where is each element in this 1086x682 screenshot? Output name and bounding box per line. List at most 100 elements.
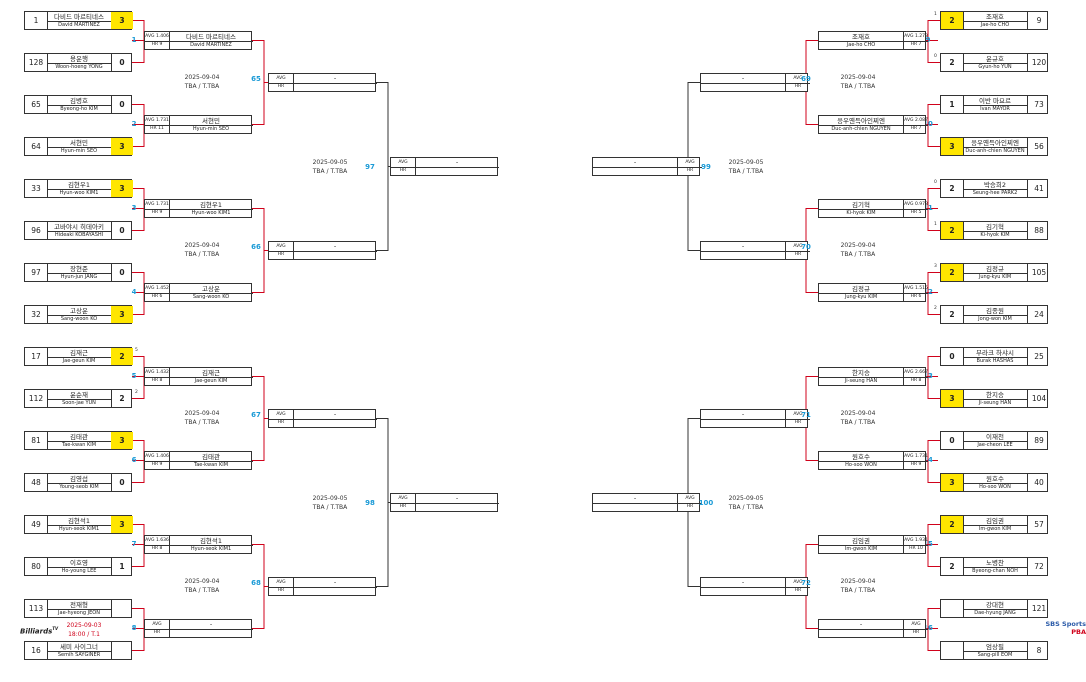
player-name-ko: 서현민	[47, 138, 111, 148]
hr-label: HR	[677, 166, 702, 175]
player-name-en: Jae-ho CHO	[846, 41, 876, 48]
match-score: 2	[941, 516, 964, 533]
player-name-ko: 서현민	[169, 116, 253, 126]
avg-label: AVG	[269, 242, 294, 252]
set-score: 2	[135, 390, 138, 395]
match-number: 65	[251, 75, 261, 83]
player-name-ko: 김현우1	[169, 200, 253, 210]
slot-names: -	[701, 410, 785, 427]
match-number: 2	[131, 120, 137, 128]
avg-label: AVG	[269, 74, 294, 84]
player-name-ko: 응우옌득아인찌엔	[963, 138, 1027, 148]
hr-stat: HR 5	[903, 208, 928, 217]
match-score: 2	[941, 180, 964, 197]
set-score: 5	[135, 348, 138, 353]
player-name-ko: 용운행	[47, 54, 111, 64]
player-name-en: Ho-soo WON	[979, 483, 1011, 490]
hr-label: HR	[785, 418, 810, 427]
slot-names: -	[819, 620, 903, 637]
seed-number: 120	[1027, 54, 1050, 71]
player-name-en	[293, 419, 377, 428]
slot-names: -	[701, 74, 785, 91]
player-name-ko: 고바야시 히데아키	[47, 222, 111, 232]
player-name-ko: 조재호	[963, 12, 1027, 22]
match-number: 6	[131, 456, 137, 464]
hr-label: HR	[269, 418, 294, 427]
match-place: TBA / T.TBA	[184, 83, 220, 90]
player-name-en	[415, 167, 499, 176]
match-score: 3	[111, 432, 133, 449]
player-name-ko: 이반 마요르	[963, 96, 1027, 106]
hr-stat: HR 9	[145, 460, 170, 469]
